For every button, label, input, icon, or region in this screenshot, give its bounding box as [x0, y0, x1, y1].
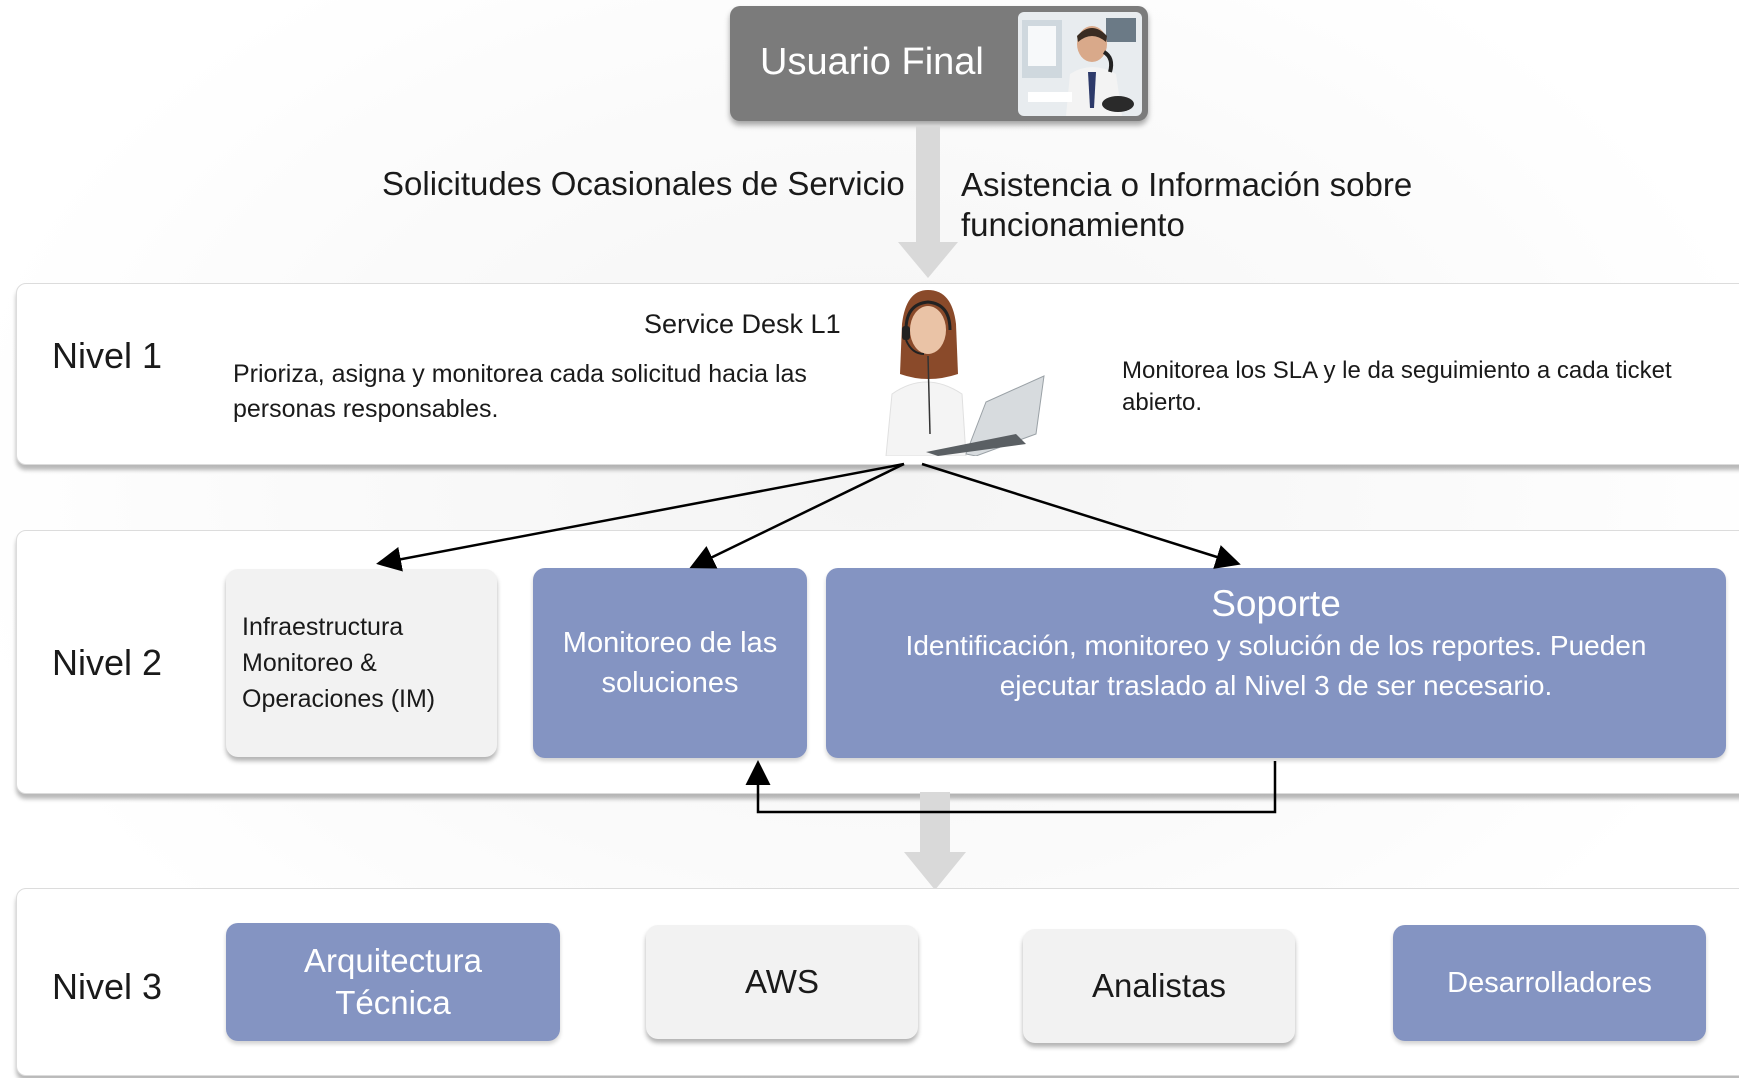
usuario-final-title: Usuario Final: [760, 41, 984, 83]
arrow-to-soporte: [921, 462, 1241, 569]
desarrolladores-box: Desarrolladores: [1393, 925, 1706, 1041]
nivel1-right-text: Monitorea los SLA y le da seguimiento a …: [1122, 357, 1672, 416]
soporte-box: Soporte Identificación, monitoreo y solu…: [826, 568, 1726, 758]
nivel1-left-text: Prioriza, asigna y monitorea cada solici…: [233, 360, 807, 423]
down-arrow-middle: [904, 792, 966, 890]
nivel2-label: Nivel 2: [52, 642, 163, 683]
headset-agent-icon: [866, 284, 1046, 457]
nivel1-label: Nivel 1: [52, 335, 163, 376]
analistas-text: Analistas: [1092, 967, 1226, 1004]
aws-text: AWS: [745, 963, 819, 1000]
arrow-to-infra: [376, 462, 905, 572]
soporte-title: Soporte: [1211, 583, 1341, 624]
person-on-phone-icon: [1018, 12, 1142, 116]
nivel3-label: Nivel 3: [52, 966, 163, 1007]
usuario-final-box: Usuario Final: [730, 6, 1148, 121]
soporte-text: Identificación, monitoreo y solución de …: [905, 630, 1647, 701]
asistencia-label: Asistencia o Información sobre funcionam…: [961, 166, 1413, 243]
service-desk-title: Service Desk L1: [644, 309, 841, 339]
nivel1-panel: [16, 283, 1739, 465]
arrow-to-monitoreo: [689, 462, 905, 569]
arquitectura-text: Arquitectura Técnica: [304, 942, 482, 1021]
infra-box: Infraestructura Monitoreo & Operaciones …: [226, 569, 497, 757]
infra-text: Infraestructura Monitoreo & Operaciones …: [242, 613, 436, 713]
down-arrow-top: [898, 126, 958, 278]
monitoreo-box: Monitoreo de las soluciones: [533, 568, 807, 758]
arquitectura-box: Arquitectura Técnica: [226, 923, 560, 1041]
analistas-box: Analistas: [1023, 929, 1295, 1043]
monitoreo-text: Monitoreo de las soluciones: [562, 627, 778, 699]
desarrolladores-text: Desarrolladores: [1447, 966, 1652, 999]
aws-box: AWS: [646, 925, 918, 1039]
solicitudes-label: Solicitudes Ocasionales de Servicio: [382, 165, 905, 202]
